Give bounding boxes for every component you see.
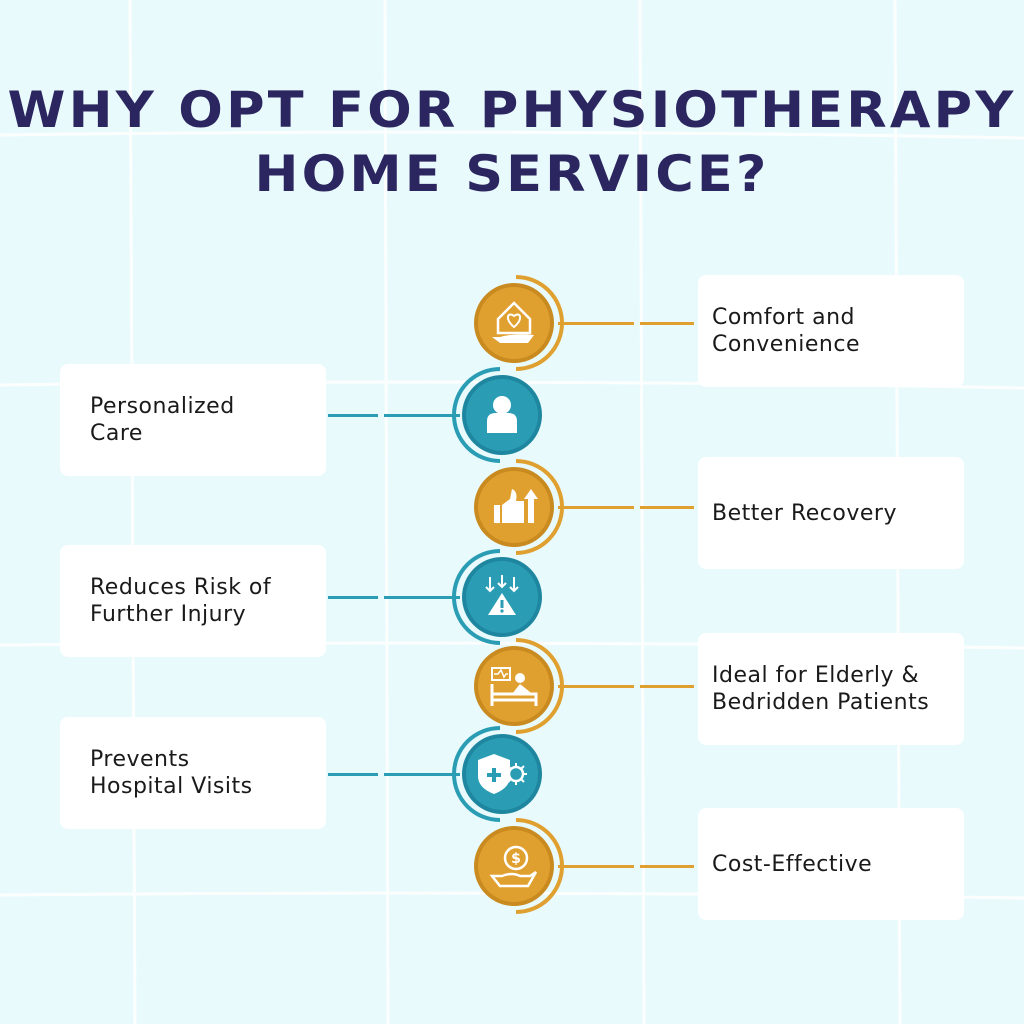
item-card: Prevents Hospital Visits [60,717,326,829]
item-label: Comfort and Convenience [712,305,860,357]
connector-line [558,322,634,325]
home-heart-hand-icon [492,301,534,343]
title-line-2: Home Service? [254,145,770,203]
icon-node [464,457,564,557]
thumbs-up-arrow-icon [494,489,538,523]
item-card: Ideal for Elderly & Bedridden Patients [698,633,964,745]
shield-virus-icon [478,754,527,794]
connector-line [558,685,634,688]
item-card: Reduces Risk of Further Injury [60,545,326,657]
title-line-1: Why Opt for Physiotherapy [7,81,1017,139]
item-label: Better Recovery [712,500,897,526]
icon-node [464,273,564,373]
svg-text:$: $ [511,851,521,867]
icon-node [464,636,564,736]
item-label: Cost-Effective [712,851,873,877]
connector-line [384,773,460,776]
connector-line [558,506,634,509]
icon-node: $ [464,816,564,916]
item-card: Personalized Care [60,364,326,476]
connector-line [384,596,460,599]
connector-line [640,865,694,868]
dollar-hand-icon: $ [489,845,538,888]
connector-line [558,865,634,868]
person-icon [487,396,517,433]
connector-line [328,773,378,776]
icon-node [452,365,552,465]
item-label: Reduces Risk of Further Injury [90,575,272,627]
item-card: Better Recovery [698,457,964,569]
connector-line [328,414,378,417]
item-card: Cost-Effective [698,808,964,920]
warning-arrows-icon [485,575,519,615]
item-label: Prevents Hospital Visits [90,747,253,799]
connector-line [384,414,460,417]
item-label: Personalized Care [90,394,235,446]
connector-line [328,596,378,599]
item-label: Ideal for Elderly & Bedridden Patients [712,663,930,715]
icon-node [452,724,552,824]
connector-line [640,506,694,509]
connector-line [640,322,694,325]
patient-bed-icon [490,667,538,706]
connector-line [640,685,694,688]
icon-node [452,547,552,647]
item-card: Comfort and Convenience [698,275,964,387]
page-title: Why Opt for Physiotherapy Home Service? [0,78,1024,206]
